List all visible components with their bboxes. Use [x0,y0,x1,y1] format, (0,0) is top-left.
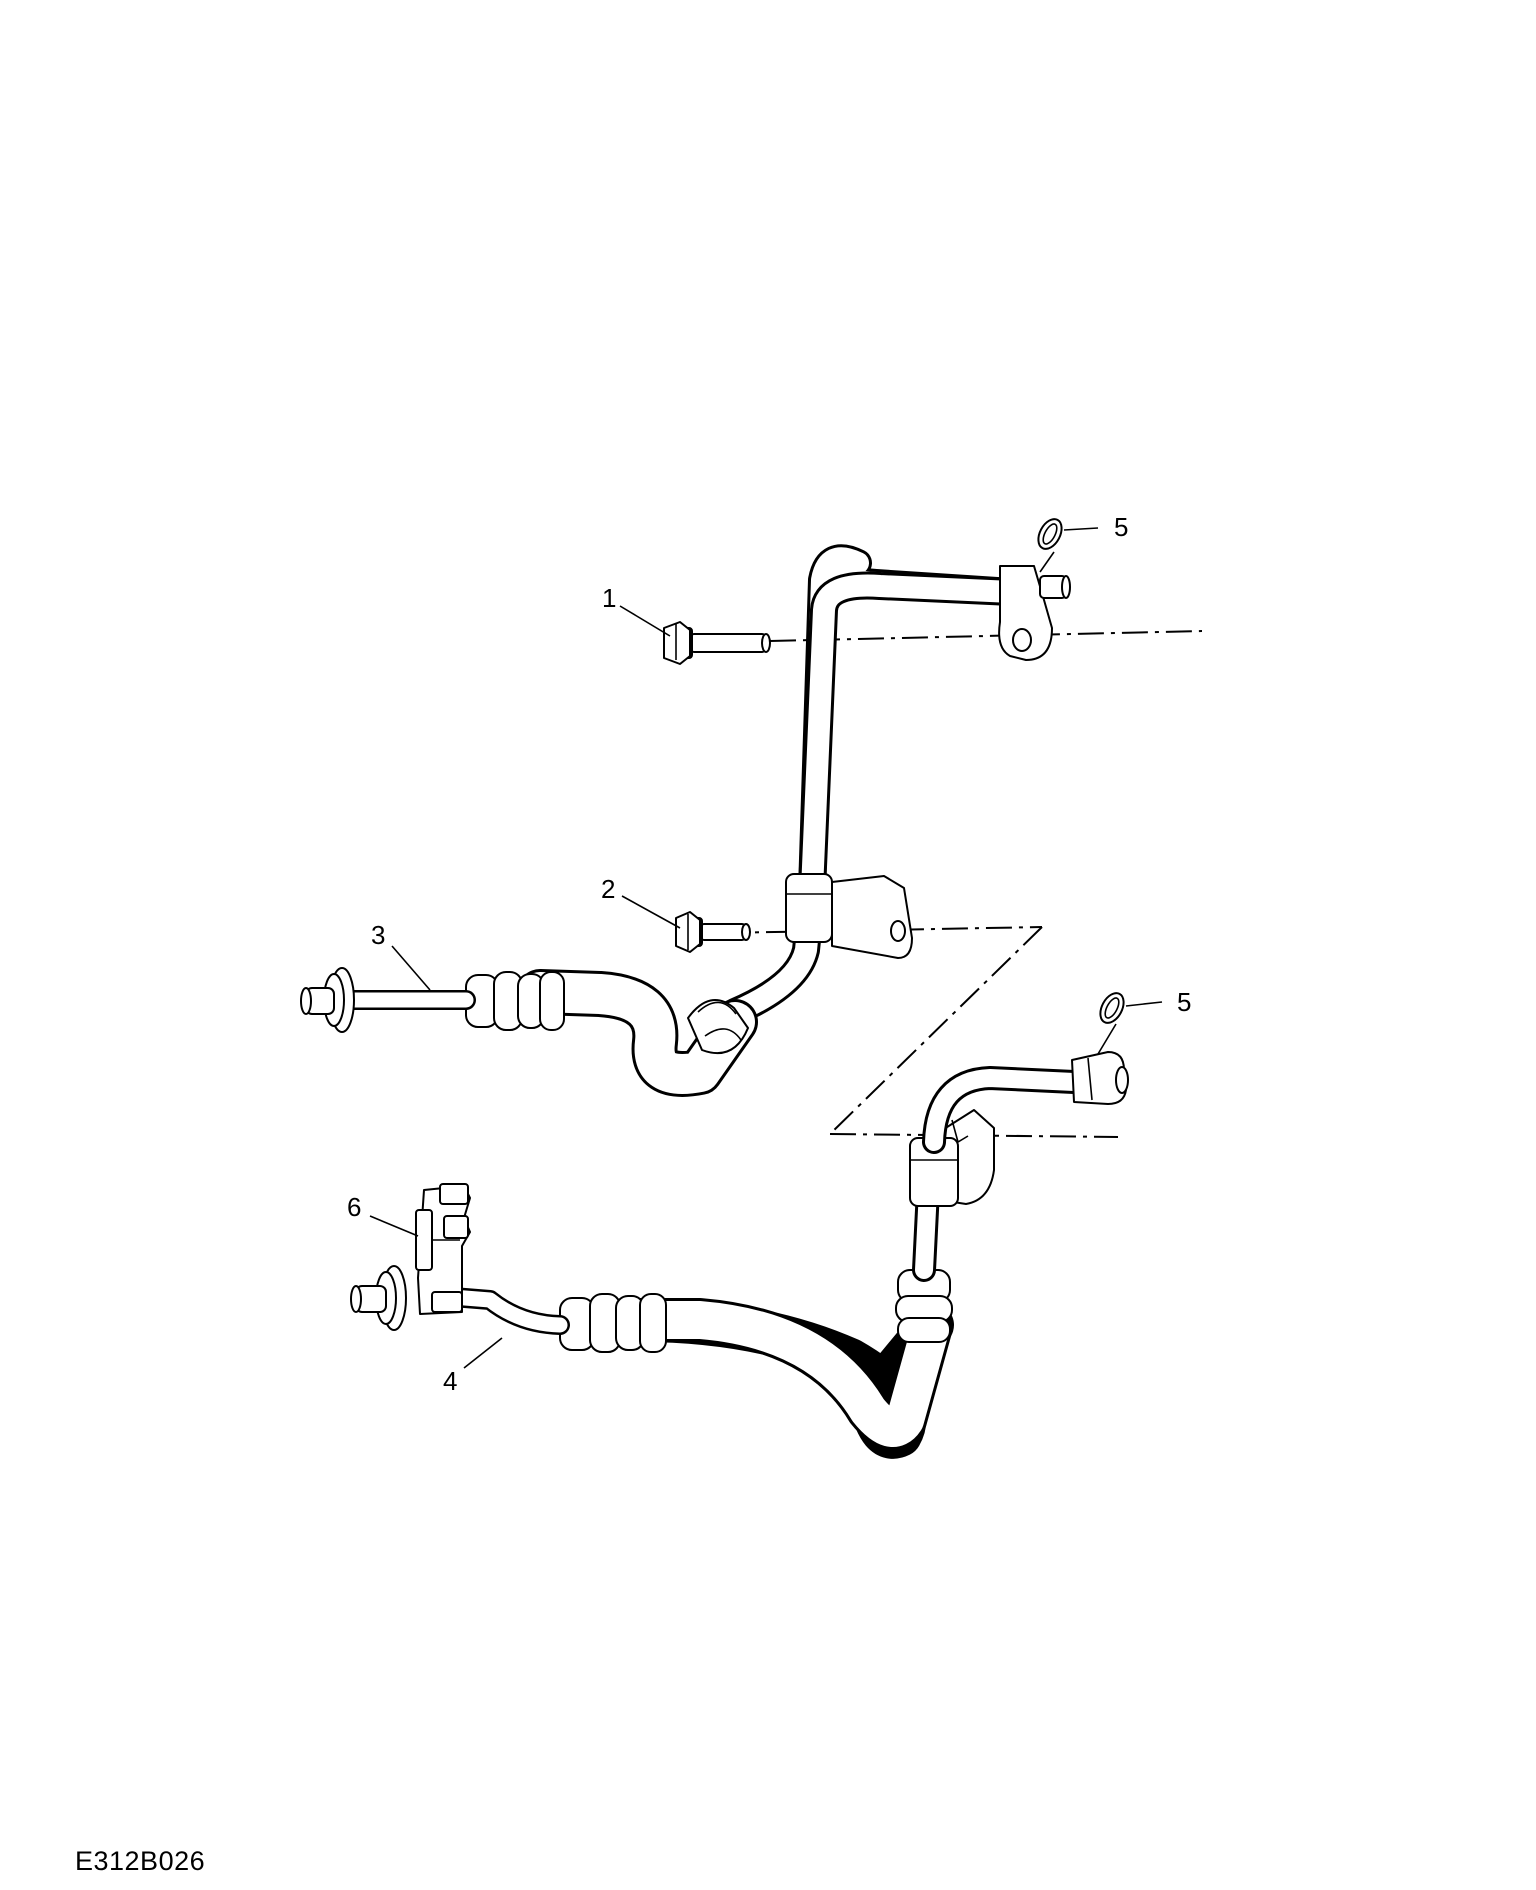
callout-labels: 1 2 3 4 5 5 6 [347,512,1191,1396]
callout-5-lower: 5 [1177,987,1191,1017]
pipe-3-assembly [300,544,1071,1097]
callout-4: 4 [443,1366,457,1396]
figure-id: E312B026 [75,1846,206,1876]
bolt-2 [675,911,751,953]
callout-1: 1 [602,583,616,613]
callout-2: 2 [601,874,615,904]
bolt-1 [663,621,771,665]
leader-lines [369,527,1163,1369]
callout-5-upper: 5 [1114,512,1128,542]
o-ring-lower [1099,992,1125,1024]
callout-3: 3 [371,920,385,950]
pipe-4-assembly [350,1051,1129,1459]
callout-6: 6 [347,1192,361,1222]
o-ring-upper [1037,518,1063,550]
